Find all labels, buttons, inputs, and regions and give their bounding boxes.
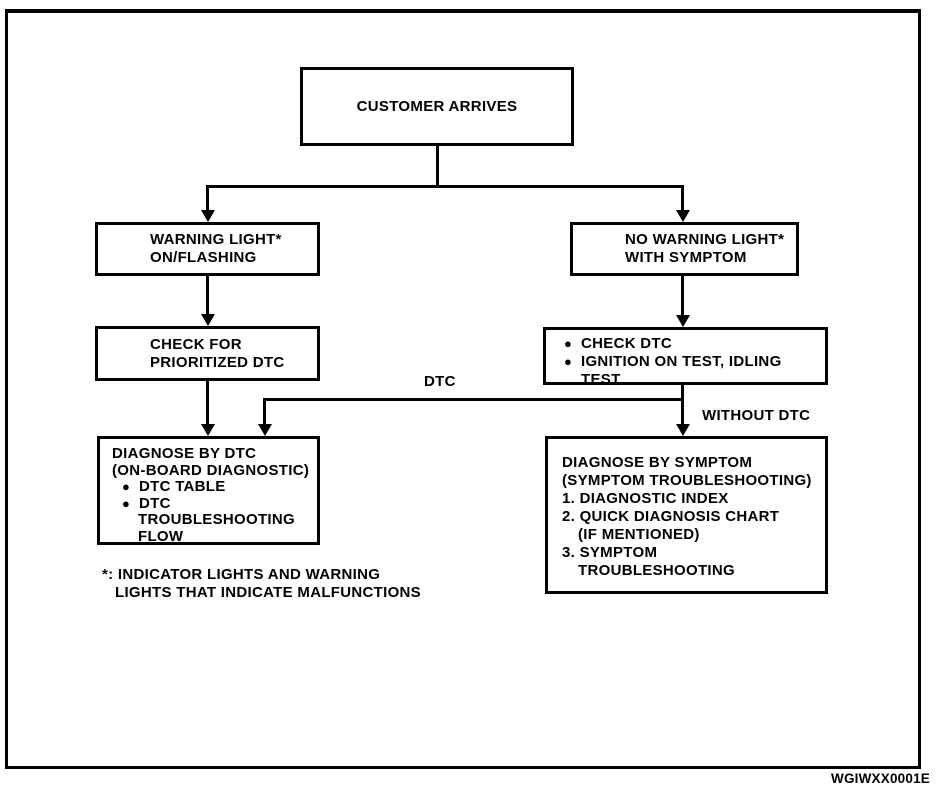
footnote-line: *: INDICATOR LIGHTS AND WARNING — [102, 566, 381, 583]
numbered-item-continuation: (IF MENTIONED) — [578, 526, 700, 543]
list-item-label: IGNITION ON TEST, IDLING TEST — [581, 353, 782, 388]
node-label-line: ON/FLASHING — [150, 249, 257, 266]
arrowhead-into-no-warning — [676, 210, 690, 222]
arrowhead-into-check-dtc — [676, 315, 690, 327]
edge-label-dtc: DTC — [424, 373, 456, 390]
list-item-label: CHECK DTC — [581, 335, 673, 352]
arrowhead-into-diagnose-symptom — [676, 424, 690, 436]
numbered-item: 3. SYMPTOM — [562, 544, 658, 561]
node-check-dtc-tests: ● CHECK DTC ● IGNITION ON TEST, IDLING T… — [543, 327, 828, 388]
node-diagnose-by-dtc: DIAGNOSE BY DTC (ON-BOARD DIAGNOSTIC) ● … — [97, 436, 320, 545]
connector-warning-to-check — [206, 275, 209, 316]
edge-label-without-dtc: WITHOUT DTC — [702, 407, 811, 424]
node-label: CUSTOMER ARRIVES — [356, 97, 518, 115]
node-label-line: WITH SYMPTOM — [625, 249, 747, 266]
node-subtitle: (ON-BOARD DIAGNOSTIC) — [112, 461, 310, 479]
node-label-line: PRIORITIZED DTC — [150, 353, 285, 371]
connector-customer-down — [436, 145, 439, 188]
node-subtitle: (SYMPTOM TROUBLESHOOTING) — [562, 472, 812, 489]
node-no-warning-light: NO WARNING LIGHT* WITH SYMPTOM — [570, 222, 799, 276]
node-warning-light: WARNING LIGHT* ON/FLASHING — [95, 222, 320, 276]
node-diagnose-by-symptom: DIAGNOSE BY SYMPTOM (SYMPTOM TROUBLESHOO… — [545, 436, 828, 594]
list-item: ● DTC — [122, 494, 315, 513]
list-item-label: DTC TABLE — [139, 478, 226, 495]
footnote-line: LIGHTS THAT INDICATE MALFUNCTIONS — [115, 584, 421, 601]
list-item-continuation: FLOW — [138, 527, 184, 545]
numbered-item-continuation: TROUBLESHOOTING — [578, 562, 735, 579]
arrowhead-into-diagnose-dtc — [201, 424, 215, 436]
bullet-icon: ● — [564, 336, 573, 351]
list-item: ● CHECK DTC — [564, 335, 821, 353]
connector-split-horizontal — [206, 185, 684, 188]
node-label-line: CHECK FOR — [150, 335, 242, 353]
list-item: ● IGNITION ON TEST, IDLING TEST — [564, 353, 821, 389]
connector-to-no-warning — [681, 185, 684, 212]
list-item-continuation: TROUBLESHOOTING — [138, 511, 295, 528]
numbered-item: 1. DIAGNOSTIC INDEX — [562, 490, 729, 507]
bullet-icon: ● — [564, 354, 573, 369]
list-item: ● DTC TABLE — [122, 478, 315, 496]
connector-check-dtc-down — [681, 384, 684, 426]
image-code-label: WGIWXX0001E — [831, 771, 930, 786]
bullet-icon: ● — [122, 495, 131, 511]
connector-dtc-horizontal — [263, 398, 684, 401]
node-customer-arrives: CUSTOMER ARRIVES — [300, 67, 574, 146]
bullet-icon: ● — [122, 479, 131, 494]
node-check-prioritized-dtc: CHECK FOR PRIORITIZED DTC — [95, 326, 320, 381]
connector-no-warning-to-check-dtc — [681, 275, 684, 317]
node-label-line: WARNING LIGHT* — [150, 231, 282, 248]
connector-dtc-to-diagnose-dtc — [263, 398, 266, 426]
arrowhead-into-check-for — [201, 314, 215, 326]
node-title: DIAGNOSE BY SYMPTOM — [562, 454, 753, 471]
arrowhead-into-warning — [201, 210, 215, 222]
arrowhead-dtc-into-diagnose-dtc — [258, 424, 272, 436]
node-title: DIAGNOSE BY DTC — [112, 445, 257, 462]
footnote: *: INDICATOR LIGHTS AND WARNING LIGHTS T… — [102, 566, 421, 602]
numbered-item: 2. QUICK DIAGNOSIS CHART — [562, 508, 780, 525]
list-item-label: DTC — [139, 494, 171, 512]
connector-to-warning — [206, 185, 209, 212]
node-label-line: NO WARNING LIGHT* — [625, 231, 785, 248]
connector-check-to-diagnose-dtc — [206, 379, 209, 426]
diagram-border — [5, 9, 921, 769]
